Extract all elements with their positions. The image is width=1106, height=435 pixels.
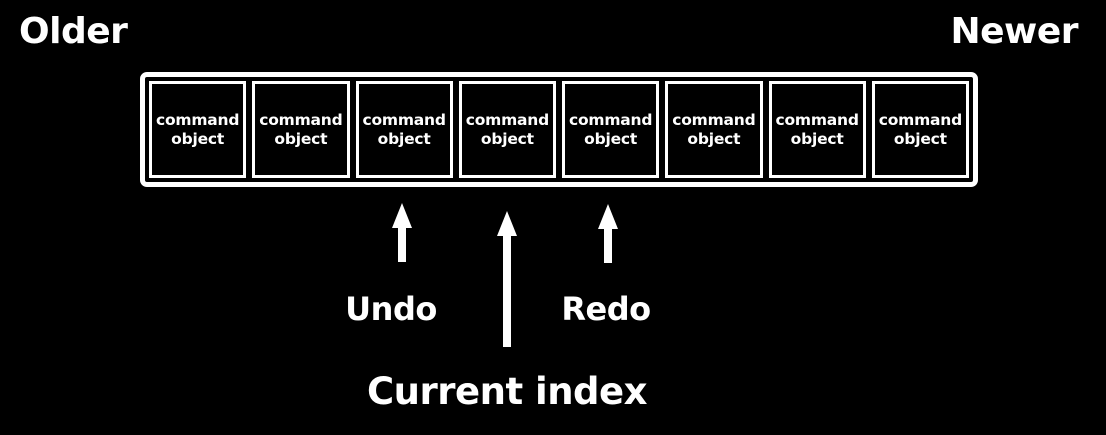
command-object-label: command object (568, 110, 653, 148)
command-object-box-2: command object (252, 81, 350, 178)
command-object-label: command object (878, 110, 963, 148)
current-index-arrow-icon (497, 211, 517, 347)
undo-label: Undo (345, 290, 437, 328)
redo-arrow-icon (598, 204, 618, 263)
command-object-label: command object (465, 110, 550, 148)
command-object-box-7: command object (768, 81, 866, 178)
command-object-box-6: command object (665, 81, 763, 178)
command-object-label: command object (672, 110, 756, 148)
redo-label: Redo (561, 290, 651, 328)
command-object-label: command object (362, 110, 446, 148)
current-index-label: Current index (367, 370, 647, 413)
command-object-box-4: command object (458, 81, 556, 178)
command-object-box-8: command object (871, 81, 969, 178)
undo-arrow-icon (392, 203, 412, 262)
command-object-box-5: command object (562, 81, 660, 178)
command-object-label: command object (259, 110, 343, 148)
command-object-label: command object (775, 110, 859, 148)
command-object-box-1: command object (149, 81, 247, 178)
older-label: Older (19, 11, 128, 52)
command-stack-container: command object command object command ob… (140, 72, 978, 187)
newer-label: Newer (950, 11, 1079, 52)
command-object-box-3: command object (355, 81, 453, 178)
command-object-label: command object (155, 110, 240, 148)
